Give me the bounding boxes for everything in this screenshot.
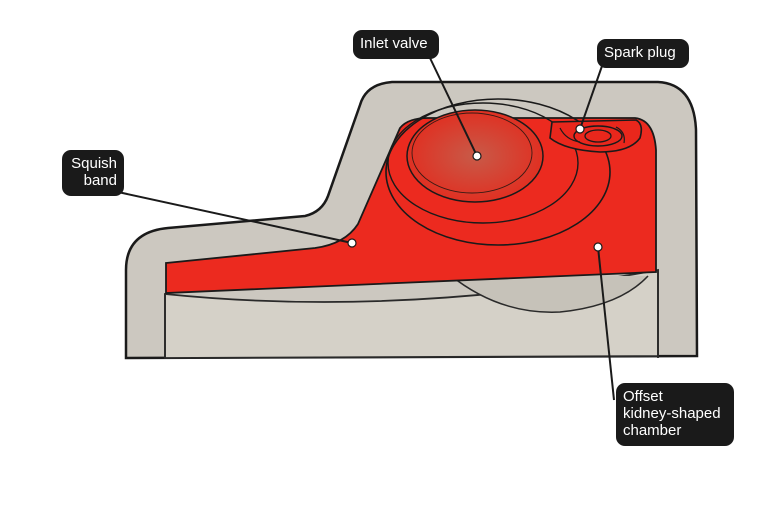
valve-seat-outer-ring [385, 98, 611, 246]
leader-offset-chamber [597, 246, 615, 401]
callout-inlet-valve: Inlet valve [353, 30, 439, 59]
spark-plug-icon [549, 119, 643, 153]
callout-offset-chamber: Offset kidney-shaped chamber [616, 383, 734, 446]
chamber-bowl-edge [449, 274, 649, 313]
dot-inlet-valve [472, 151, 482, 161]
inlet-valve-inner-line [411, 112, 533, 194]
dot-spark-plug [575, 124, 585, 134]
callout-squish-band: Squish band [62, 150, 124, 196]
valve-seat-inner-ring [387, 102, 579, 224]
leader-inlet-valve [429, 57, 478, 157]
dot-offset-chamber [593, 242, 603, 252]
dot-squish-band [347, 238, 357, 248]
leader-spark-plug [579, 65, 603, 130]
leader-squish-band [117, 191, 353, 244]
callout-spark-plug: Spark plug [597, 39, 689, 68]
leader-lines [117, 57, 615, 401]
